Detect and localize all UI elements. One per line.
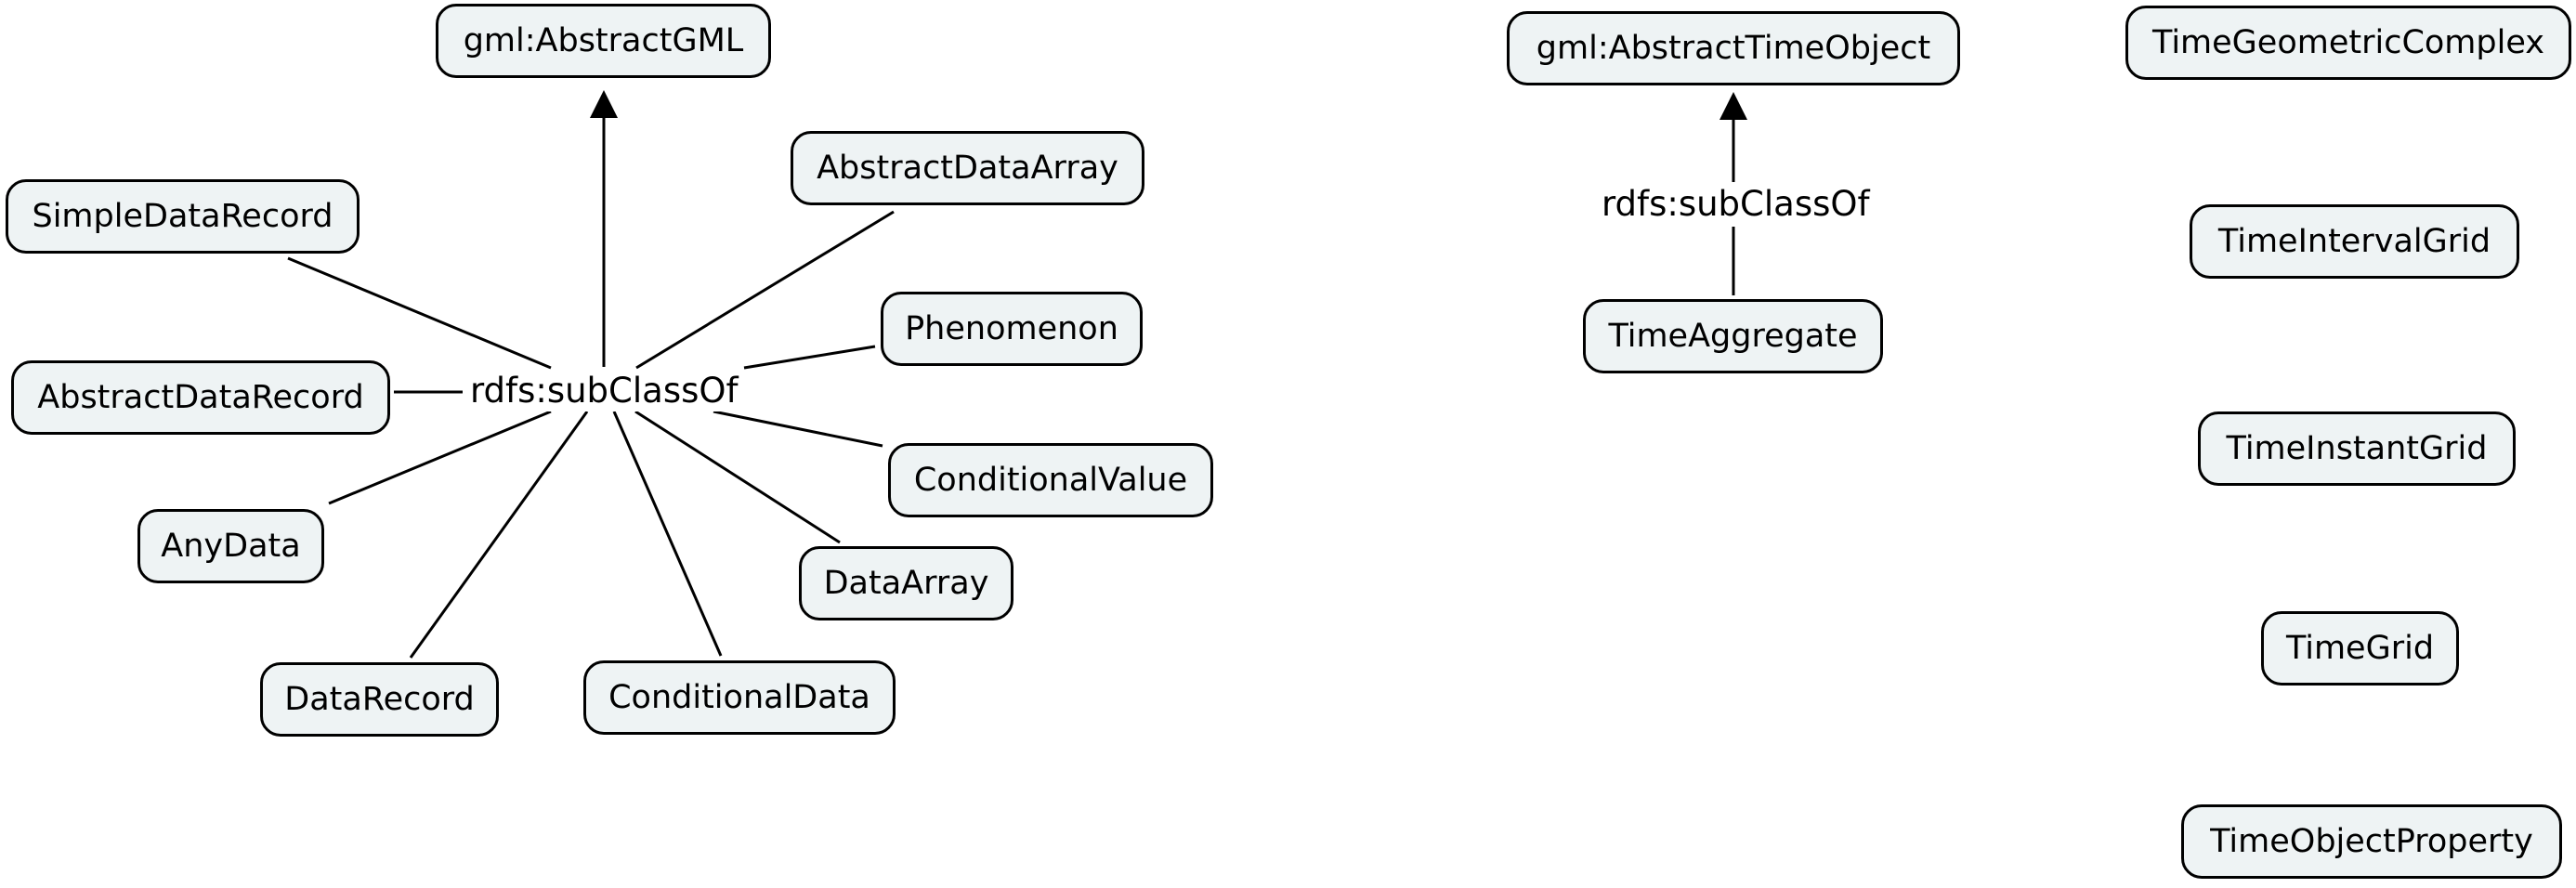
node-datarecord[interactable]: DataRecord [260, 662, 499, 737]
node-phenomenon[interactable]: Phenomenon [881, 292, 1143, 366]
edge-phenomenon [743, 345, 876, 370]
node-abstractdatarecord[interactable]: AbstractDataRecord [11, 360, 390, 435]
edge-data-record [409, 411, 589, 659]
node-gml-abstractgml[interactable]: gml:AbstractGML [436, 4, 771, 78]
edge-simple-data-record [287, 256, 552, 370]
node-timegeometriccomplex[interactable]: TimeGeometricComplex [2125, 6, 2571, 80]
edge-any-data [328, 410, 552, 505]
connector-label-subclassof-middle: rdfs:subClassOf [1602, 184, 1870, 225]
edge-conditional-value [713, 410, 883, 448]
node-simpledatarecord[interactable]: SimpleDataRecord [6, 179, 360, 254]
edge-conditional-data [612, 411, 723, 657]
node-timeinstantgrid[interactable]: TimeInstantGrid [2198, 411, 2516, 486]
node-conditionalvalue[interactable]: ConditionalValue [888, 443, 1213, 517]
node-conditionaldata[interactable]: ConditionalData [583, 660, 896, 735]
node-abstractdataarray[interactable]: AbstractDataArray [791, 131, 1144, 205]
node-timeobjectproperty[interactable]: TimeObjectProperty [2181, 804, 2562, 879]
node-timeintervalgrid[interactable]: TimeIntervalGrid [2190, 204, 2519, 279]
node-timegrid[interactable]: TimeGrid [2261, 611, 2459, 686]
node-gml-abstracttimeobject[interactable]: gml:AbstractTimeObject [1507, 11, 1960, 85]
node-dataarray[interactable]: DataArray [799, 546, 1013, 620]
connector-label-subclassof-left: rdfs:subClassOf [470, 371, 739, 411]
edge-data-array [634, 410, 841, 544]
edge-abstract-data-array [635, 210, 895, 370]
node-timeaggregate[interactable]: TimeAggregate [1583, 299, 1883, 373]
node-anydata[interactable]: AnyData [137, 509, 324, 583]
